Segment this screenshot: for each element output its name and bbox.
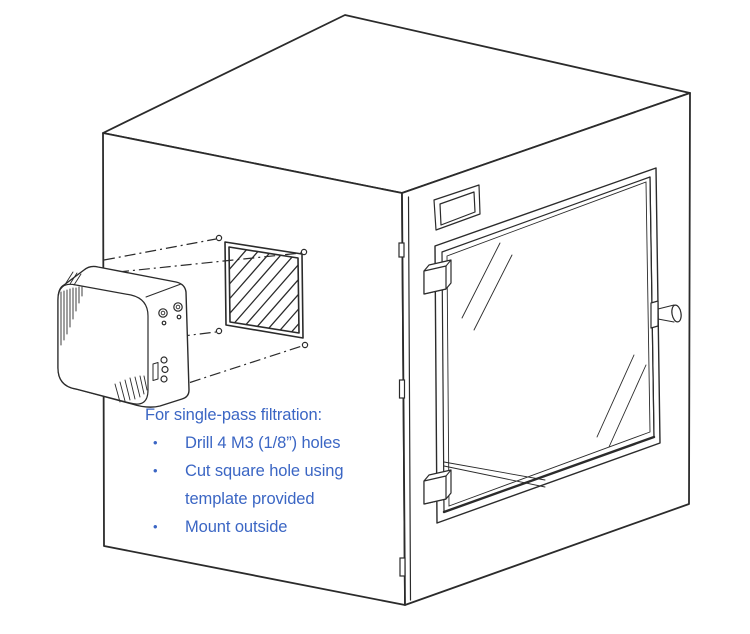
door-glass-edge bbox=[446, 181, 651, 507]
bullet-glyph: • bbox=[153, 519, 158, 534]
door bbox=[423, 167, 682, 524]
filter-unit-ports bbox=[152, 302, 183, 383]
note-item-text: Mount outside bbox=[185, 518, 288, 536]
note-bullet-item: • Mount outside bbox=[145, 513, 375, 541]
mounting-hole-bottom-left bbox=[215, 327, 223, 335]
bullet-glyph: • bbox=[153, 463, 158, 478]
door-hinge-top bbox=[423, 259, 452, 295]
instruction-note: For single-pass filtration: • Drill 4 M3… bbox=[145, 401, 375, 541]
joint-notch bbox=[399, 557, 406, 577]
mounting-hole-top-right bbox=[300, 248, 308, 256]
filter-cutout bbox=[224, 241, 304, 339]
handle-shaft bbox=[657, 304, 675, 310]
front-left-edge bbox=[398, 196, 412, 601]
note-heading: For single-pass filtration: bbox=[145, 406, 323, 424]
interior-floor-lines bbox=[443, 461, 546, 488]
cutout-inner-frame bbox=[228, 246, 300, 334]
handle-knob bbox=[671, 304, 682, 323]
note-bullet-item: • Drill 4 M3 (1/8”) holes bbox=[145, 429, 375, 457]
joint-notch bbox=[398, 242, 405, 258]
joint-notch bbox=[398, 379, 406, 399]
mounting-holes bbox=[215, 234, 309, 349]
filter-unit bbox=[57, 265, 190, 408]
door-frame bbox=[434, 167, 661, 524]
door-hinge-bottom bbox=[423, 469, 452, 505]
filter-unit-shading bbox=[60, 271, 148, 403]
cutout-hatching bbox=[229, 247, 299, 333]
alignment-line-top-left bbox=[103, 238, 217, 261]
port-dot bbox=[161, 320, 167, 326]
alignment-line-bottom-right bbox=[169, 345, 303, 390]
note-bullet-item: • Cut square hole using template provide… bbox=[145, 457, 375, 513]
mounting-hole-top-left bbox=[215, 234, 223, 242]
glass-reflection-lower bbox=[596, 354, 647, 448]
alignment-line-top-right bbox=[117, 252, 302, 273]
port-dot bbox=[176, 314, 182, 320]
port-button bbox=[161, 365, 169, 374]
port-socket bbox=[158, 308, 168, 318]
port-socket bbox=[173, 302, 183, 312]
bullet-glyph: • bbox=[153, 435, 158, 450]
glass-bottom-edge bbox=[442, 435, 656, 514]
port-button bbox=[160, 356, 168, 364]
note-item-text: Cut square hole using template provided bbox=[185, 462, 344, 508]
note-item-text: Drill 4 M3 (1/8”) holes bbox=[185, 434, 341, 452]
mounting-hole-bottom-right bbox=[301, 341, 309, 349]
glass-reflection-upper bbox=[461, 242, 513, 331]
handle-plate bbox=[650, 300, 659, 329]
port-slot bbox=[152, 362, 159, 381]
filter-unit-front-face bbox=[57, 283, 149, 405]
door-handle bbox=[650, 300, 682, 329]
vent-slot bbox=[433, 184, 481, 231]
filter-unit-top-edge bbox=[145, 283, 182, 298]
port-button bbox=[160, 375, 168, 383]
